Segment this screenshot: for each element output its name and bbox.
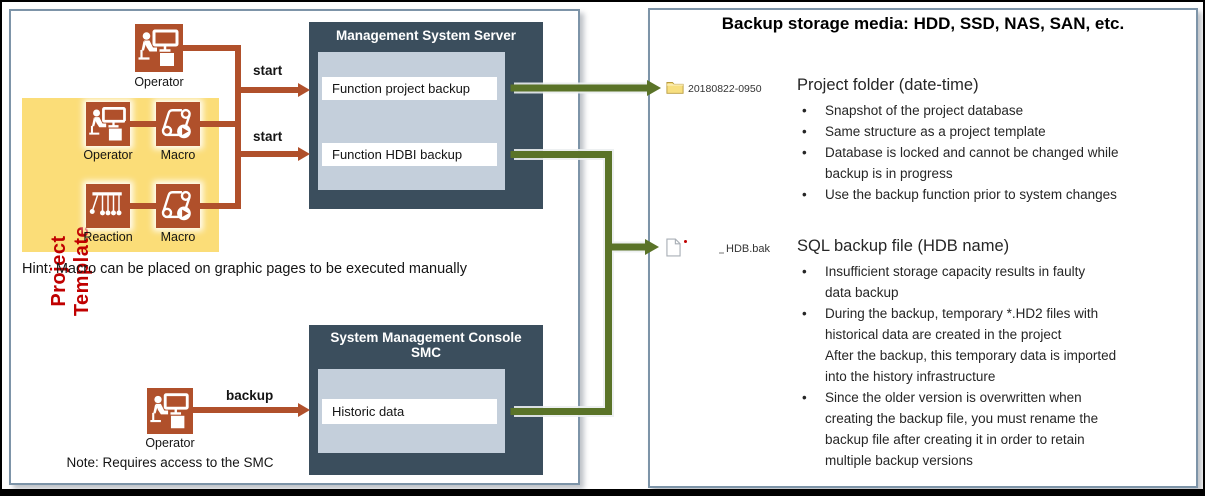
historic-data-bar: Historic data — [322, 399, 497, 424]
bullet-text: Database is locked and cannot be changed… — [825, 145, 1119, 181]
file-icon-glyph — [666, 238, 681, 257]
operator-label: Operator — [83, 148, 133, 162]
reaction-icon — [86, 184, 130, 228]
smc-box-title-line1: System Management Console — [330, 330, 522, 345]
smc-box-title-line2: SMC — [411, 345, 441, 360]
bullet-item: Snapshot of the project database — [797, 100, 1189, 121]
macro-label: Macro — [160, 148, 196, 162]
bottom-edge — [2, 489, 1203, 494]
folder-icon — [666, 79, 684, 95]
file-icon — [666, 238, 681, 257]
operator-label: Operator — [134, 75, 184, 89]
macro-icon — [156, 102, 200, 146]
server-inner-panel — [318, 52, 505, 190]
backup-file-name-label: HDB.bak — [726, 243, 771, 255]
bullet-text: Same structure as a project template — [825, 124, 1046, 139]
operator-icon — [135, 24, 183, 72]
hint-text: Hint: Macro can be placed on graphic pag… — [22, 261, 467, 277]
sql-backup-file-section: SQL backup file (HDB name) Insufficient … — [797, 235, 1189, 471]
operator-icon — [86, 102, 130, 146]
bullet-item: Insufficient storage capacity results in… — [797, 261, 1189, 303]
folder-icon-glyph — [666, 82, 684, 94]
start-arrow-label: start — [253, 129, 283, 144]
bullet-text: During the backup, temporary *.HD2 files… — [825, 306, 1117, 384]
section-heading: SQL backup file (HDB name) — [797, 237, 1010, 255]
operator-icon-glyph — [89, 107, 126, 141]
bullet-item: Same structure as a project template — [797, 121, 1189, 142]
reaction-icon-glyph — [89, 192, 122, 216]
bullet-item: Since the older version is overwritten w… — [797, 387, 1189, 471]
function-hdbi-backup-bar: Function HDBI backup — [322, 143, 497, 166]
macro-icon-glyph — [161, 108, 191, 139]
operator-icon — [147, 388, 193, 434]
bullet-text: Snapshot of the project database — [825, 103, 1024, 118]
macro-label: Macro — [160, 230, 196, 244]
bullet-text: Use the backup function prior to system … — [825, 187, 1117, 202]
section-heading: Project folder (date-time) — [797, 76, 979, 94]
redacted-text-mark — [719, 252, 724, 254]
backup-storage-title: Backup storage media: HDD, SSD, NAS, SAN… — [721, 14, 1125, 33]
operator-icon-glyph — [150, 393, 189, 429]
macro-icon — [156, 184, 200, 228]
backup-arrow-label: backup — [226, 388, 274, 403]
function-project-backup-bar: Function project backup — [322, 77, 497, 100]
red-dot-mark — [684, 240, 687, 243]
bullet-item: Database is locked and cannot be changed… — [797, 142, 1189, 184]
folder-name-label: 20180822-0950 — [688, 83, 762, 95]
bullet-text: Since the older version is overwritten w… — [825, 390, 1099, 468]
project-folder-section: Project folder (date-time) Snapshot of t… — [797, 74, 1189, 205]
operator-label: Operator — [145, 436, 195, 450]
macro-icon-glyph — [161, 190, 191, 221]
reaction-label: Reaction — [83, 230, 133, 244]
server-box-title: Management System Server — [335, 28, 517, 43]
bullet-item: During the backup, temporary *.HD2 files… — [797, 303, 1189, 387]
bullet-text: Insufficient storage capacity results in… — [825, 264, 1086, 300]
bullet-item: Use the backup function prior to system … — [797, 184, 1189, 205]
start-arrow-label: start — [253, 63, 283, 78]
operator-icon-glyph — [138, 29, 179, 66]
smc-access-note: Note: Requires access to the SMC — [66, 455, 274, 470]
